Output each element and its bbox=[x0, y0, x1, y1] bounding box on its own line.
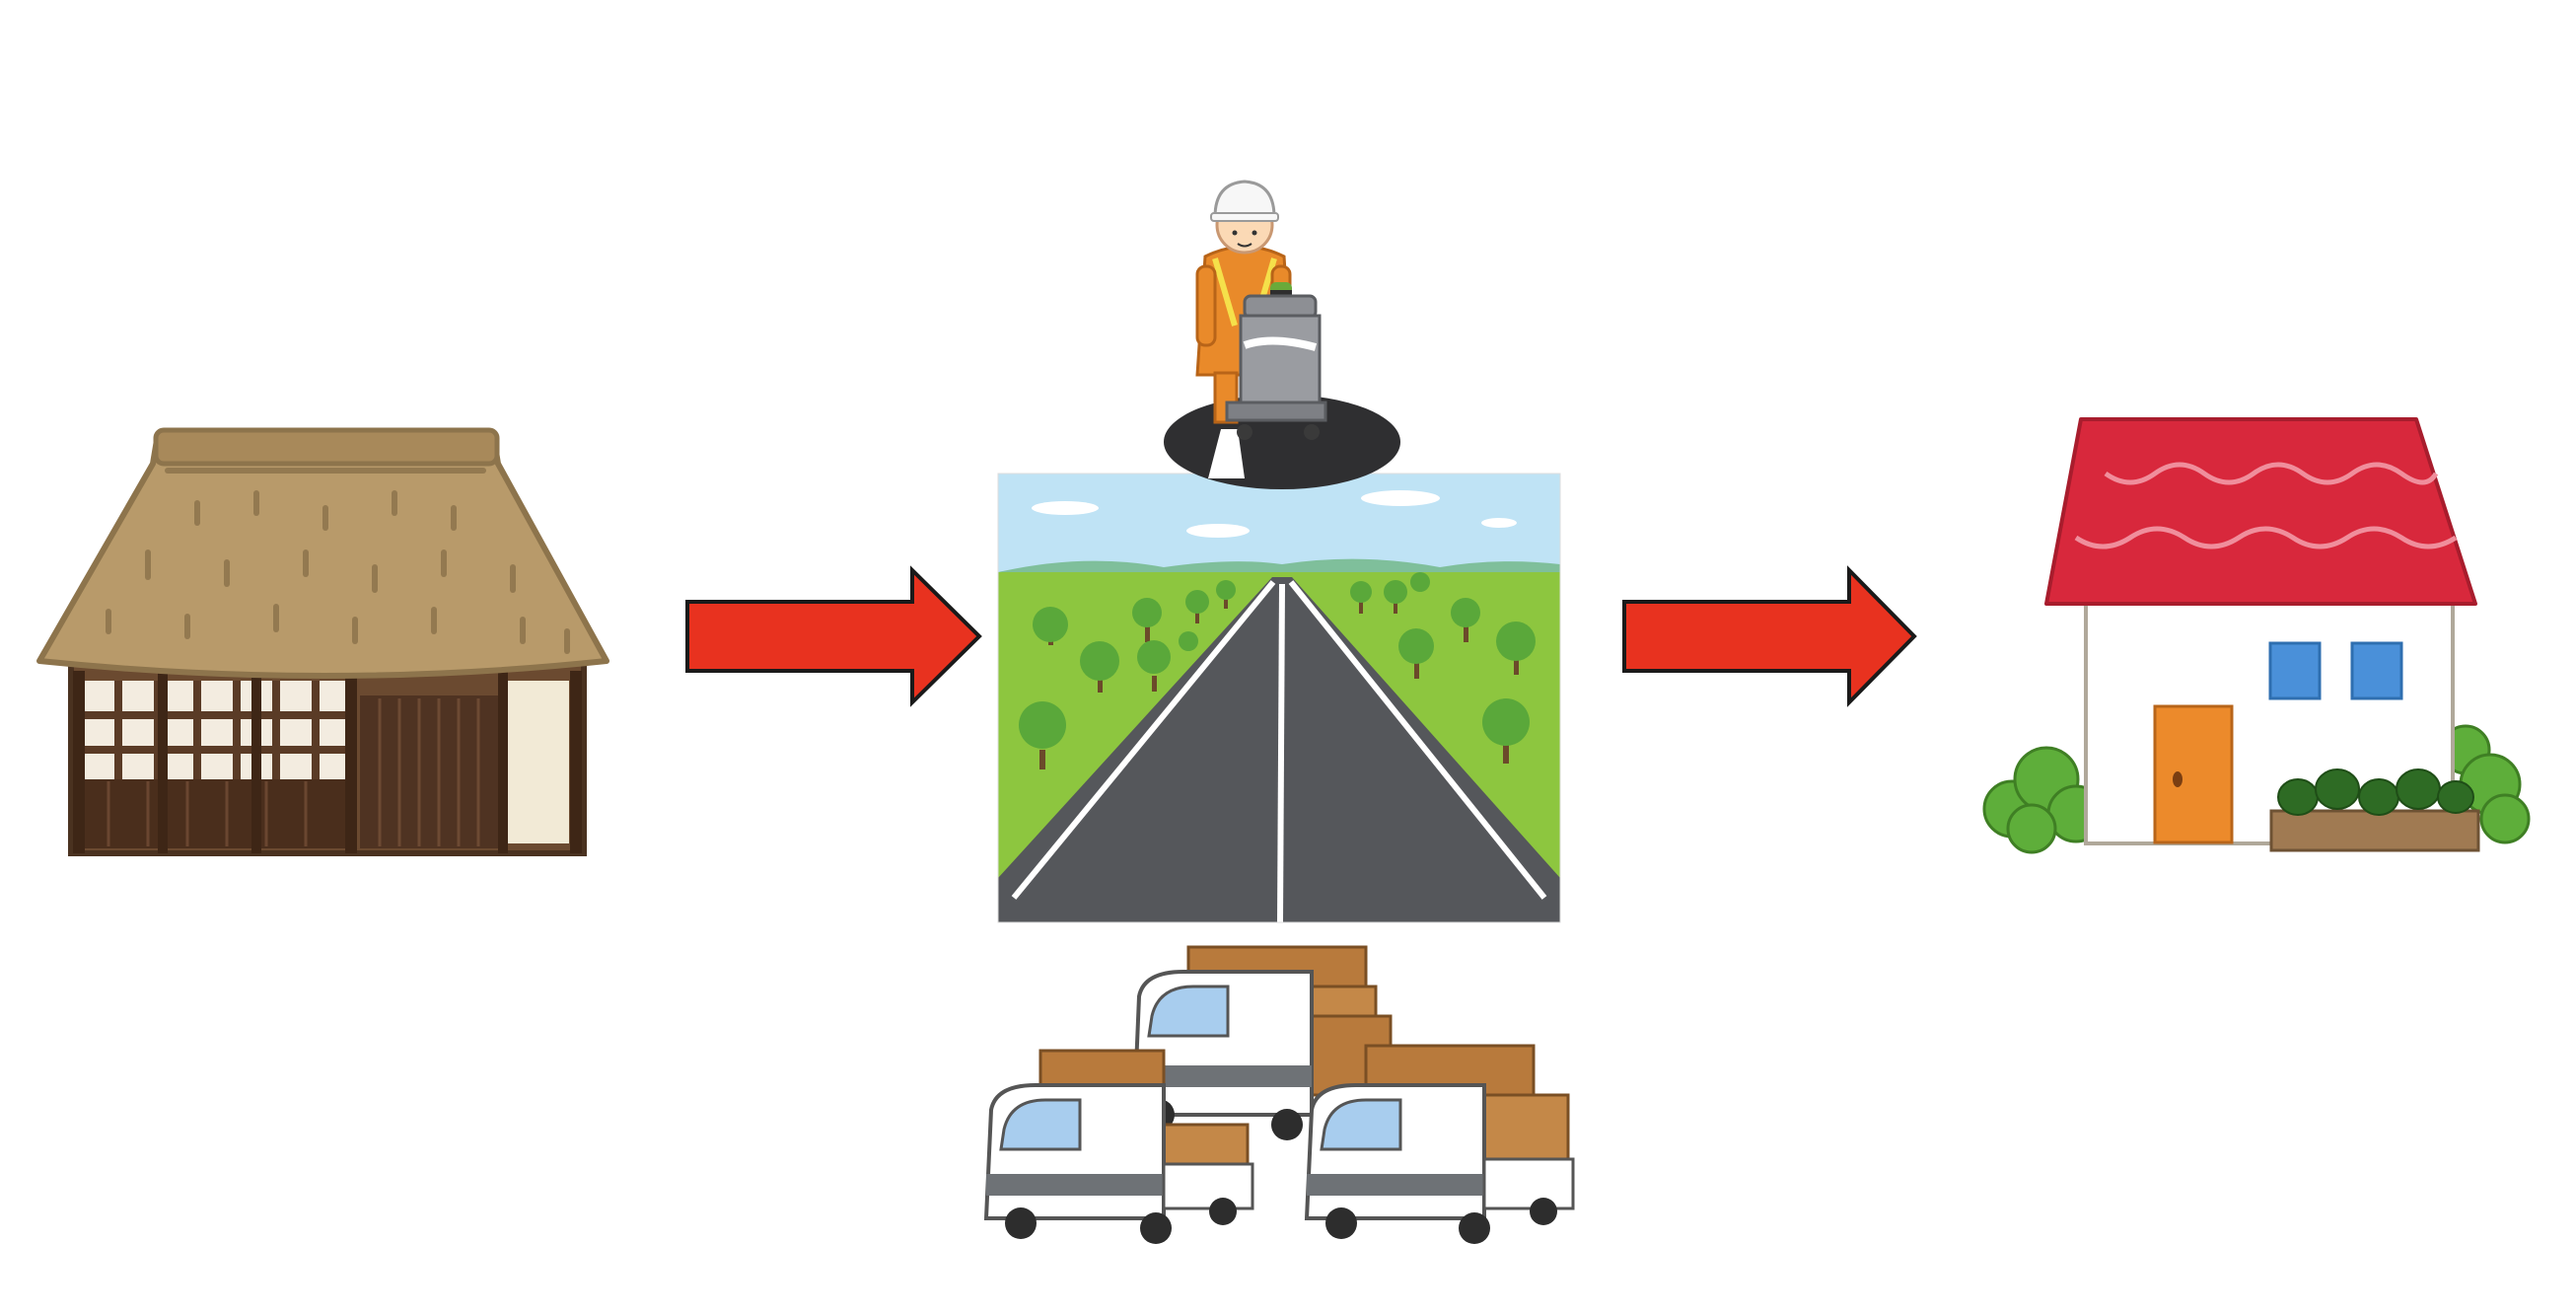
truck-icon bbox=[983, 945, 1575, 1244]
right-arrow-icon bbox=[1622, 565, 1917, 707]
road-worker-icon bbox=[1164, 180, 1400, 489]
road-icon bbox=[997, 473, 1561, 923]
thatched-house-icon bbox=[36, 427, 609, 856]
modern-house-icon bbox=[1982, 417, 2531, 854]
right-arrow-icon bbox=[685, 565, 982, 707]
